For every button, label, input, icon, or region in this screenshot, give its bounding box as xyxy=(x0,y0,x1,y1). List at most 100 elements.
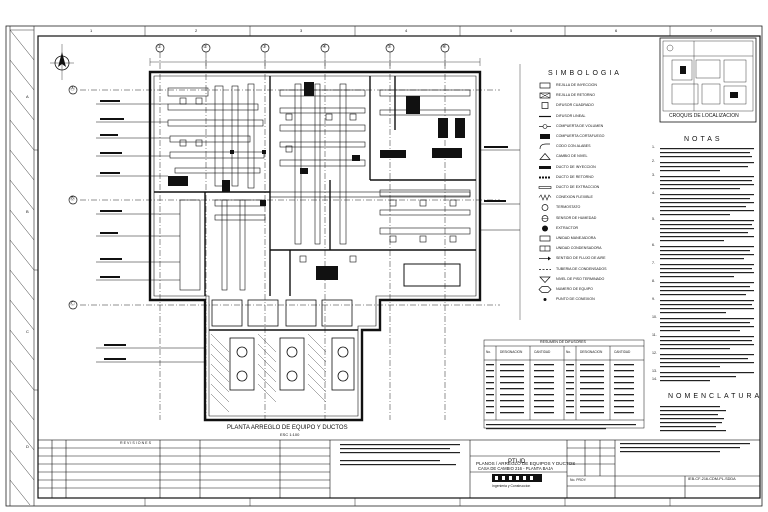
legend-symbol-icon xyxy=(539,176,551,179)
title-block-frame xyxy=(37,439,761,499)
nomenclature-lines xyxy=(660,406,726,432)
legend-item: CODO CON ALABES xyxy=(538,143,658,151)
note-number: 7. xyxy=(652,261,655,265)
note-number: 8. xyxy=(652,279,655,283)
legend-item: SENSOR DE HUMEDAD xyxy=(538,214,658,223)
legend-symbol-icon xyxy=(539,245,551,252)
legend-item: NUMERO DE EQUIPO xyxy=(538,286,658,294)
legend-symbol-icon xyxy=(538,286,552,293)
grid-label-b: Ⓑ xyxy=(70,196,76,202)
border-col-7: 7 xyxy=(710,28,713,33)
schedule-col-designacion-2: DESIGNACION xyxy=(580,350,603,354)
border-col-1: 1 xyxy=(90,28,93,33)
legend-item: DIFUSOR LINEAL xyxy=(538,113,658,121)
legend-item: DIFUSOR CUADRADO xyxy=(538,102,658,110)
border-row-a: A xyxy=(26,94,29,99)
location-map xyxy=(659,37,757,123)
title-block-fill-lines xyxy=(340,443,750,466)
location-map-title: CROQUIS DE LOCALIZACION xyxy=(669,113,739,119)
grid-bubbles xyxy=(68,43,450,310)
note-number: 5. xyxy=(652,217,655,221)
schedule-rows xyxy=(486,364,636,430)
legend-label: TUBERIA DE CONDENSADOS xyxy=(556,266,607,271)
legend-symbol-icon xyxy=(539,153,551,161)
schedule-col-cantidad: CANTIDAD xyxy=(534,350,551,354)
border-row-c: C xyxy=(26,329,29,334)
legend-label: DIFUSOR CUADRADO xyxy=(556,103,594,108)
legend-symbol-icon xyxy=(538,194,552,201)
legend-item: TUBERIA DE CONDENSADOS xyxy=(538,266,658,274)
grid-label-2: ② xyxy=(203,44,208,50)
legend-item: UNIDAD CONDENSADORA xyxy=(538,245,658,253)
note-number: 13. xyxy=(652,369,657,373)
legend-label: COMPUERTA CORTAFUEGO xyxy=(556,134,605,138)
legend-item: EXTRACTOR xyxy=(538,225,658,233)
legend-label: DUCTO DE INYECCION xyxy=(556,164,596,169)
notes-text-lines xyxy=(660,148,754,382)
legend-label: CONEXION FLEXIBLE xyxy=(556,195,593,200)
legend-symbol-icon xyxy=(542,225,548,232)
legend-label: SENSOR DE HUMEDAD xyxy=(556,215,597,220)
legend-symbol-icon xyxy=(541,214,549,222)
grid-label-4: ④ xyxy=(322,44,327,50)
plan-title: PLANTA ARREGLO DE EQUIPO Y DUCTOS xyxy=(227,425,348,431)
legend-symbol-icon xyxy=(539,123,551,129)
legend-label: UNIDAD MANEJADORA xyxy=(556,236,596,240)
dimension-lines xyxy=(149,58,481,66)
plan-scale-note: ESC 1:100 xyxy=(280,432,300,437)
note-number: 12. xyxy=(652,351,657,355)
note-number: 9. xyxy=(652,297,655,301)
legend-item: REJILLA DE RETORNO xyxy=(538,92,658,100)
legend-label: NUMERO DE EQUIPO xyxy=(556,287,593,291)
note-number: 11. xyxy=(652,333,657,337)
legend-label: UNIDAD CONDENSADORA xyxy=(556,246,602,251)
north-arrow-icon xyxy=(50,44,74,80)
equipment-blocks xyxy=(168,82,465,287)
legend-item: CONEXION FLEXIBLE xyxy=(538,194,658,202)
legend-label: CODO CON ALABES xyxy=(556,144,591,149)
legend-item: DUCTO DE INYECCION xyxy=(538,164,658,172)
legend-label: COMPUERTA DE VOLUMEN xyxy=(556,123,604,128)
legend-item: TERMOSTATO xyxy=(538,204,658,212)
company-logo xyxy=(492,474,542,482)
legend-item: DUCTO DE RETORNO xyxy=(538,174,658,182)
grid-label-1: ① xyxy=(157,44,162,50)
legend-symbol-icon xyxy=(539,82,551,89)
schedule-col-no-2: No. xyxy=(566,350,571,354)
border-ticks xyxy=(34,26,671,506)
schedule-col-cantidad-2: CANTIDAD xyxy=(614,350,631,354)
legend-symbol-icon xyxy=(539,276,551,283)
notes-title: NOTAS xyxy=(684,136,723,143)
diffusers xyxy=(179,97,457,263)
legend-label: DUCTO DE RETORNO xyxy=(556,174,594,179)
legend-symbol-icon xyxy=(539,143,550,150)
legend-symbol-icon xyxy=(541,204,549,212)
drawing-title-line-1: PLANOS / ARREGLO DE EQUIPOS Y DUCTOS xyxy=(476,461,576,466)
diffuser-schedule-table xyxy=(483,339,645,429)
company-subtitle: Ingenieria y Construccion xyxy=(492,484,531,488)
legend-item: COMPUERTA DE VOLUMEN xyxy=(538,123,658,131)
legend-item: UNIDAD MANEJADORA xyxy=(538,235,658,243)
grid-label-c: Ⓒ xyxy=(70,301,76,307)
outer-border xyxy=(5,25,763,507)
interior-walls xyxy=(154,76,476,331)
legend-item: SENTIDO DE FLUJO DE AIRE xyxy=(538,255,658,263)
legend-item: CAMBIO DE NIVEL xyxy=(538,153,658,161)
project-code: PTI-ID xyxy=(508,459,526,465)
note-number: 14. xyxy=(652,377,657,381)
legend-title: SIMBOLOGIA xyxy=(548,70,622,77)
legend-symbol-icon xyxy=(539,268,551,270)
legend-symbol-icon xyxy=(539,165,551,169)
tag-texts xyxy=(100,100,508,360)
note-number: 3. xyxy=(652,173,655,177)
legend-symbol-icon xyxy=(543,298,547,302)
legend-item: REJILLA DE INYECCION xyxy=(538,82,658,90)
project-number-label: No. PROY. xyxy=(570,478,587,482)
legend-label: DUCTO DE EXTRACCION xyxy=(556,185,600,189)
binding-margin-hatch xyxy=(9,29,35,506)
legend-item: NIVEL DE PISO TERMINADO xyxy=(538,276,658,284)
legend-label: REJILLA DE RETORNO xyxy=(556,93,595,98)
border-row-b: B xyxy=(26,209,29,214)
note-number: 10. xyxy=(652,315,657,319)
